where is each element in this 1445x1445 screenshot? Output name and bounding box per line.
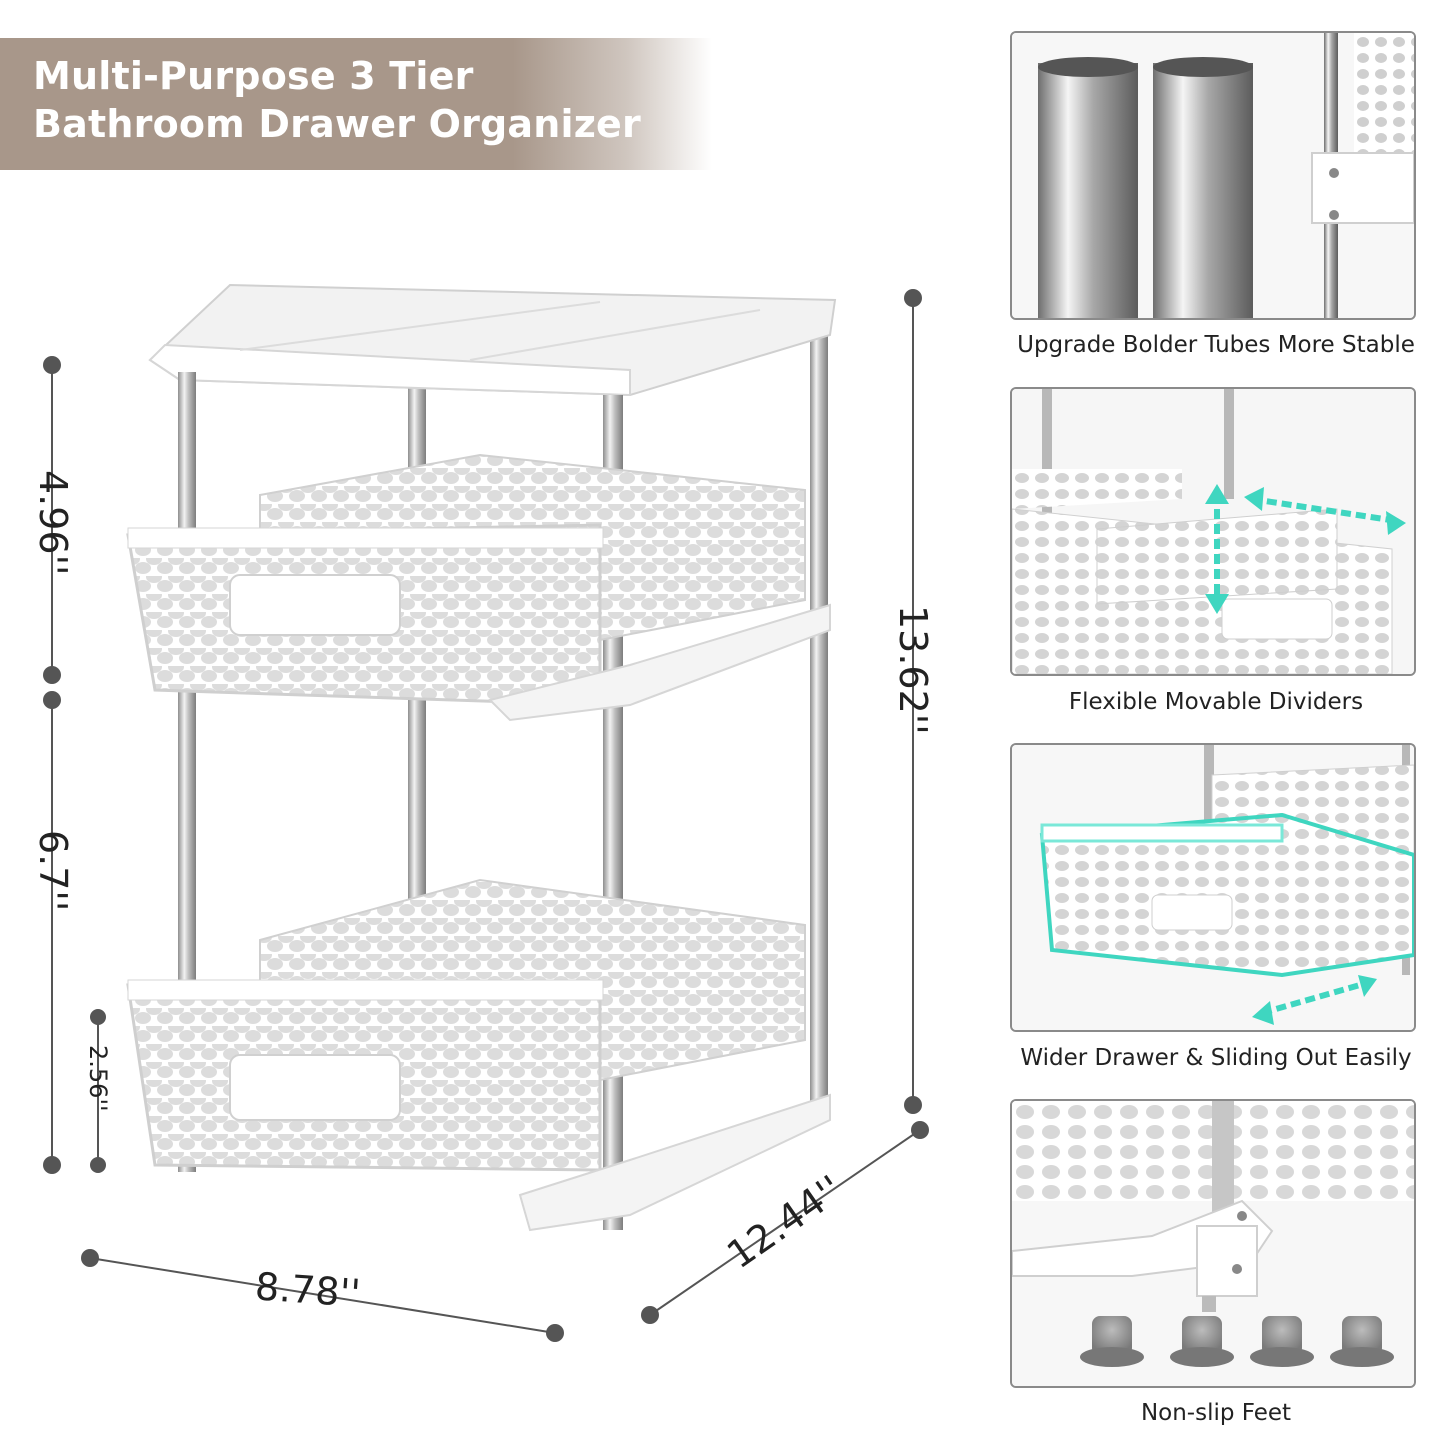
feature-panel-tubes (1010, 31, 1416, 320)
slide-arrows-icon (1012, 745, 1414, 1030)
title-line-1: Multi-Purpose 3 Tier (33, 54, 474, 98)
feature-caption-tubes: Upgrade Bolder Tubes More Stable (1017, 332, 1415, 358)
foot-1 (1080, 1316, 1144, 1367)
lower-handle (229, 1054, 401, 1121)
dim-width: 8.78'' (253, 1264, 362, 1316)
feature-panel-drawer (1010, 743, 1416, 1032)
foot-4 (1330, 1316, 1394, 1367)
foot-3 (1250, 1316, 1314, 1367)
feature-panel-dividers (1010, 387, 1416, 676)
dim-top-gap: 4.96'' (31, 470, 75, 576)
feature-caption-feet: Non-slip Feet (1140, 1400, 1292, 1426)
dim-total-height: 13.62'' (891, 605, 935, 735)
title-line-2: Bathroom Drawer Organizer (33, 102, 641, 146)
dim-middle-gap: 6.7'' (31, 830, 75, 912)
organizer-drawing (43, 283, 929, 1342)
steel-tubes-icon (1012, 33, 1414, 318)
rubber-feet-icon (1012, 1101, 1414, 1386)
back-right-tube (810, 330, 828, 1110)
dim-bottom-gap: 2.56'' (84, 1045, 112, 1112)
feature-caption-drawer: Wider Drawer & Sliding Out Easily (1020, 1045, 1412, 1071)
upper-handle (229, 574, 401, 636)
foot-2 (1170, 1316, 1234, 1367)
feature-panel-feet (1010, 1099, 1416, 1388)
product-illustration: 4.96'' 6.7'' 2.56'' 13.62'' 8.78'' 12.44… (31, 283, 935, 1342)
feature-caption-dividers: Flexible Movable Dividers (1068, 689, 1364, 715)
divider-arrows-icon (1012, 389, 1414, 674)
title-banner: Multi-Purpose 3 Tier Bathroom Drawer Org… (0, 38, 712, 170)
